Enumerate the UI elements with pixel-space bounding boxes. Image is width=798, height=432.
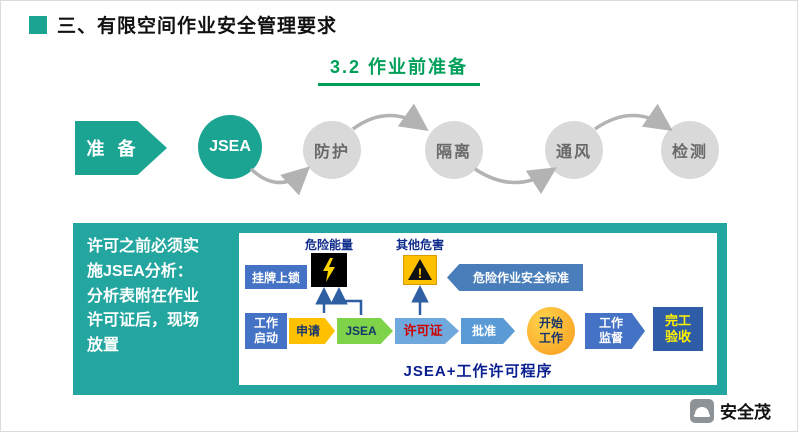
flow-jsea-arrow: JSEA	[337, 318, 393, 344]
header: 三、有限空间作业安全管理要求	[29, 11, 337, 38]
step-protection: 防护	[303, 121, 361, 179]
brand-name: 安全茂	[720, 403, 771, 422]
flow-apply-arrow: 申请	[289, 318, 335, 344]
hazard-energy-box	[311, 253, 347, 287]
flow-permit-arrow: 许可证	[395, 318, 459, 344]
section-heading-wrap: 3.2 作业前准备	[1, 53, 797, 86]
step-isolation: 隔离	[425, 121, 483, 179]
step-jsea: JSEA	[198, 115, 262, 179]
svg-text:!: !	[418, 265, 423, 281]
jsea-note-text: 许可之前必须实 施JSEA分析： 分析表附在作业 许可证后，现场 放置	[87, 238, 200, 355]
flow-completion-acceptance: 完工 验收	[653, 307, 703, 351]
other-hazard-label: 其他危害	[395, 238, 444, 252]
step-ventilation: 通风	[545, 121, 603, 179]
flow-caption: JSEA+工作许可程序	[403, 363, 553, 380]
lockout-tagout-box: 挂牌上锁	[245, 265, 307, 289]
flow-start-work-circle: 开始 工作	[527, 307, 575, 355]
flow-approve-arrow: 批准	[461, 318, 515, 344]
warning-icon: !	[408, 259, 432, 281]
title-bullet-square	[29, 15, 47, 34]
hazard-energy-label: 危险能量	[304, 238, 353, 252]
jsea-flow-board: 危险能量 其他危害 ! 挂牌上锁 危险作业安全标准	[239, 233, 717, 385]
flow-work-supervision-arrow: 工作 监督	[585, 313, 645, 349]
page-title: 三、有限空间作业安全管理要求	[57, 16, 338, 37]
prepare-arrow-shape: 准 备	[75, 121, 167, 175]
section-heading: 3.2 作业前准备	[317, 53, 481, 86]
brand-watermark: 安全茂	[690, 398, 771, 423]
step-detection: 检测	[661, 121, 719, 179]
lightning-icon	[323, 258, 335, 282]
brand-logo-icon	[690, 398, 714, 423]
hazard-work-standard-arrow: 危险作业安全标准	[447, 264, 583, 291]
jsea-panel: 许可之前必须实 施JSEA分析： 分析表附在作业 许可证后，现场 放置 危险能量…	[73, 223, 727, 395]
flow-work-start: 工作 启动	[245, 313, 287, 349]
other-hazard-box: !	[403, 255, 437, 285]
